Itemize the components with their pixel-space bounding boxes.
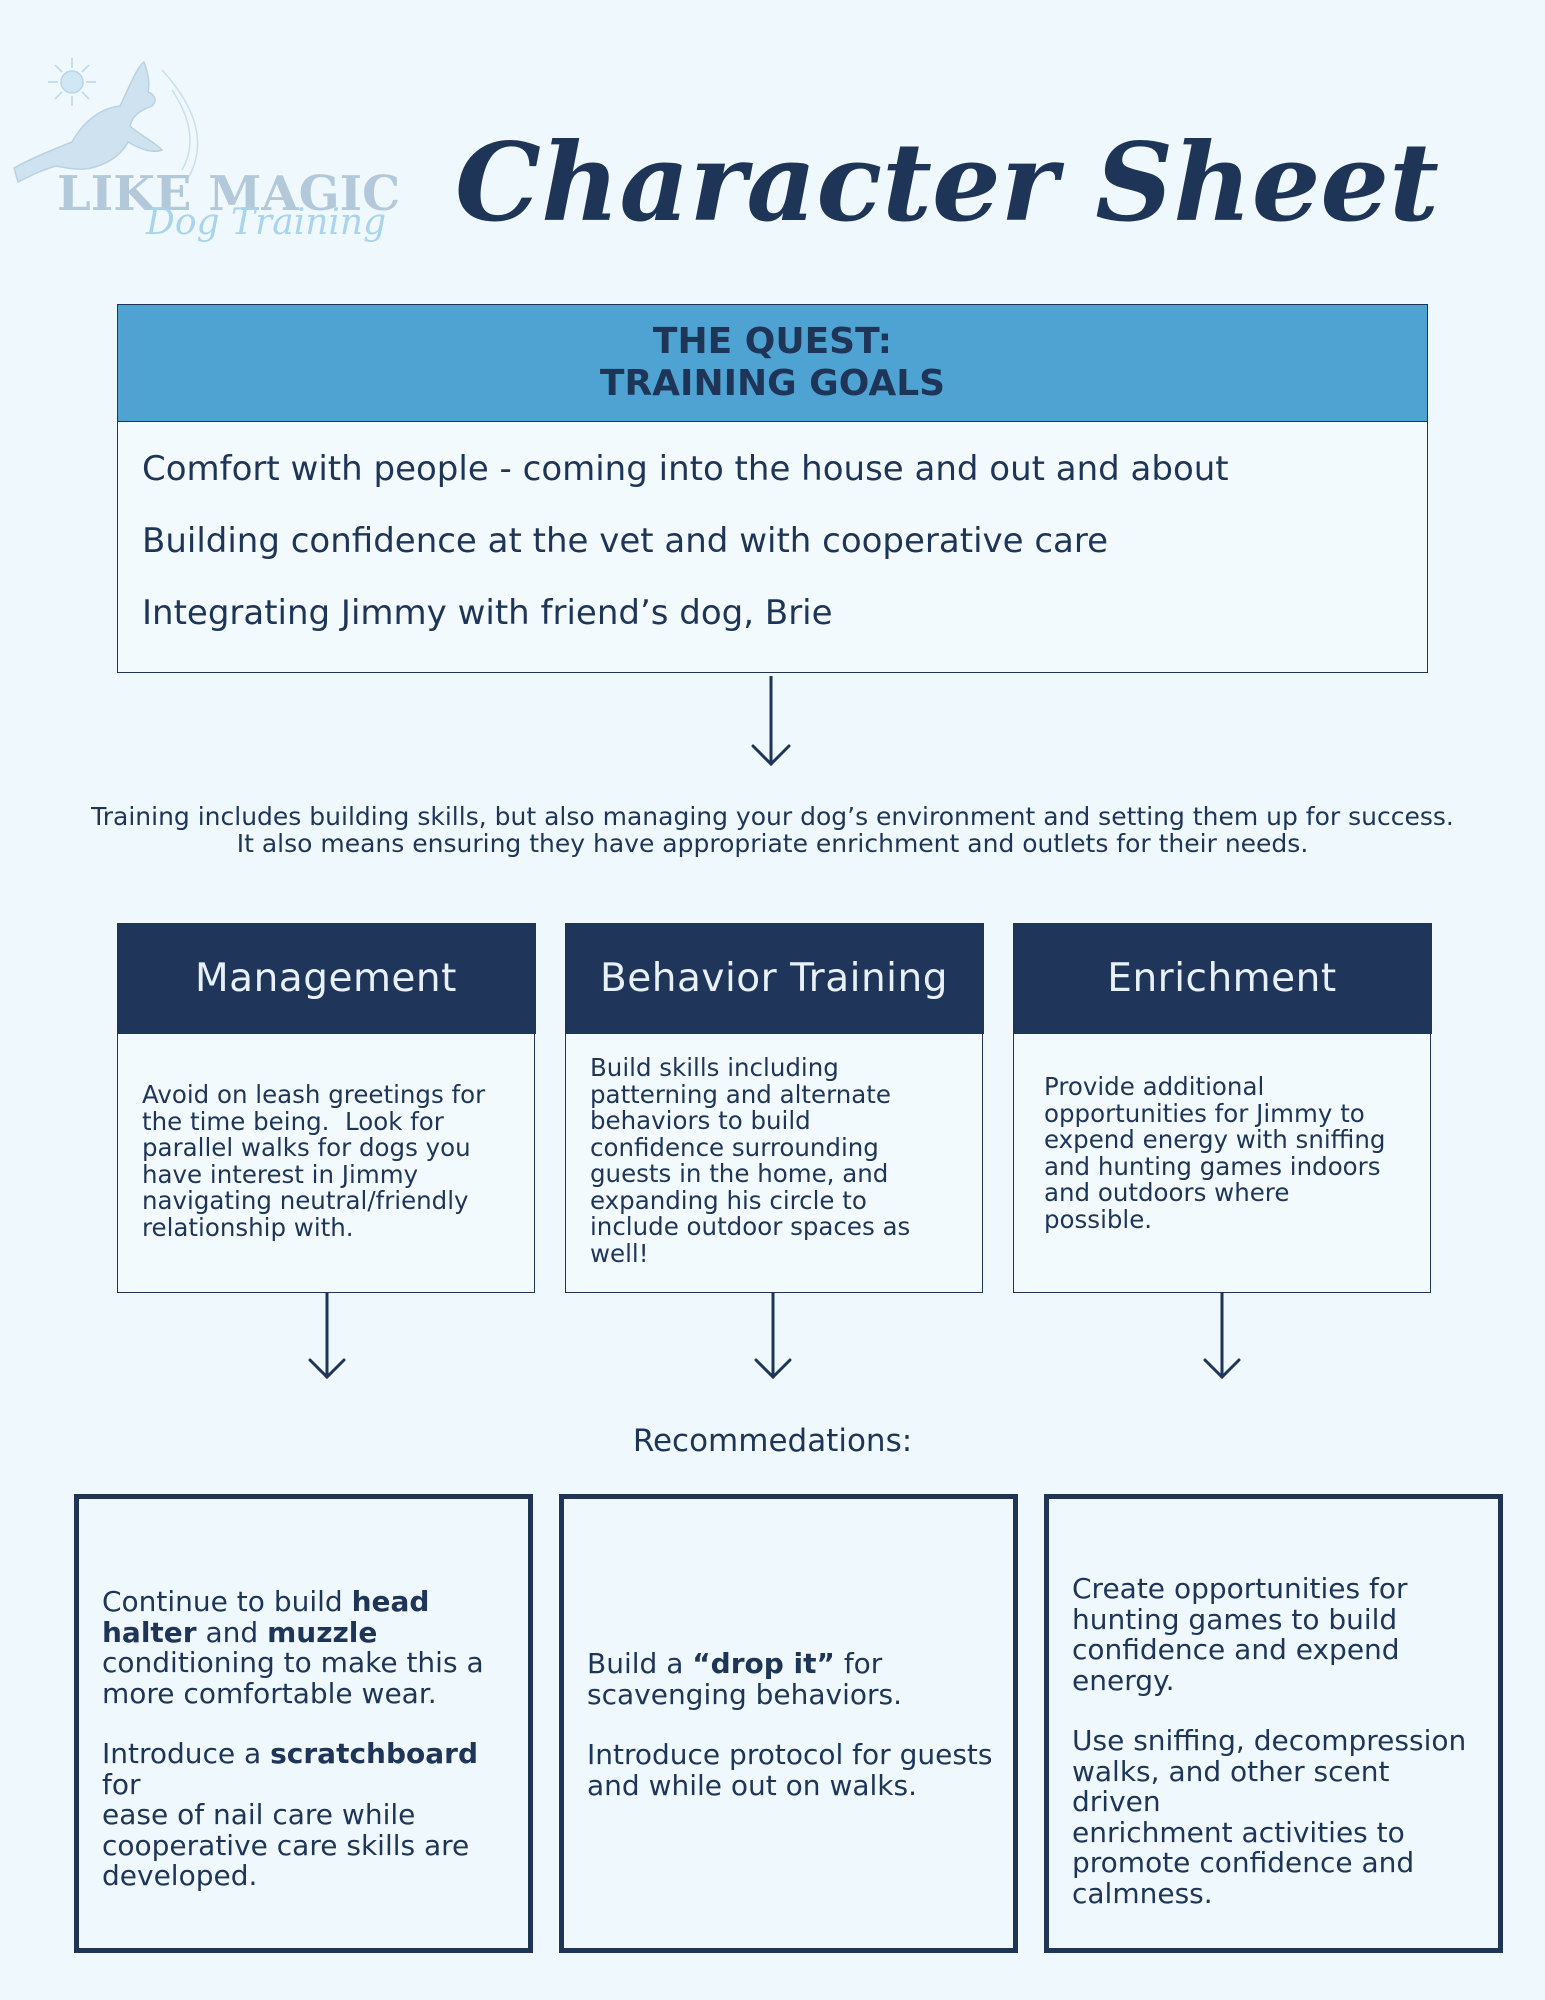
card-line: behaviors to build (590, 1106, 811, 1135)
rec-emphasis: “drop it” (692, 1647, 835, 1680)
rec-emphasis: muzzle (267, 1615, 378, 1649)
card-line: and outdoors where (1044, 1178, 1290, 1207)
card-line: possible. (1044, 1204, 1153, 1234)
card-line: parallel walks for dogs you (142, 1133, 471, 1162)
card-line: guests in the home, and (590, 1159, 889, 1188)
rec-line: and while out on walks. (587, 1768, 917, 1802)
card-body: Provide additional opportunities for Jim… (1044, 1072, 1412, 1234)
rec-body: Create opportunities for hunting games t… (1072, 1572, 1482, 1910)
rec-line: Introduce protocol for guests (587, 1738, 993, 1771)
card-behavior-training: Behavior Training Build skills including… (564, 922, 984, 1293)
card-line: patterning and alternate (590, 1079, 891, 1109)
rec-emphasis: scratchboard (270, 1737, 479, 1770)
goal-item: Building confidence at the vet and with … (142, 521, 1109, 561)
rec-line: halter and muzzle (102, 1615, 512, 1649)
card-line: Avoid on leash greetings for (142, 1080, 486, 1109)
card-title: Behavior Training (564, 922, 984, 1034)
recommendations-label: Recommedations: (632, 1423, 913, 1459)
logo-name: LIKE MAGIC (57, 166, 401, 222)
rec-line: conditioning to make this a (102, 1646, 484, 1679)
quest-header-line1: THE QUEST: (652, 321, 893, 362)
dog-logo-icon (13, 58, 199, 184)
brand-logo: LIKE MAGIC Dog Training (12, 50, 400, 260)
card-line: confidence surrounding (590, 1132, 879, 1162)
rec-text: Introduce a (102, 1737, 271, 1770)
card-line: well! (590, 1238, 649, 1268)
rec-text: Build a (587, 1647, 693, 1680)
card-line: opportunities for Jimmy to (1044, 1098, 1365, 1128)
card-body: Build skills including patterning and al… (590, 1053, 964, 1268)
card-line: Build skills including (590, 1053, 839, 1082)
rec-line: Introduce a scratchboard for (102, 1737, 512, 1801)
rec-line: walks, and other scent driven (1072, 1754, 1390, 1818)
card-enrichment: Enrichment Provide additional opportunit… (1012, 922, 1432, 1293)
quest-header: THE QUEST: TRAINING GOALS (118, 305, 1427, 422)
rec-line: Create opportunities for (1072, 1572, 1408, 1605)
quest-header-line2: TRAINING GOALS (599, 363, 946, 404)
rec-line: hunting games to build (1072, 1602, 1398, 1636)
card-title: Management (116, 922, 536, 1034)
card-line: expanding his circle to (590, 1185, 867, 1215)
goal-item: Comfort with people - coming into the ho… (142, 449, 1229, 489)
arrow-down-icon (752, 1293, 794, 1381)
rec-management: Continue to build head halter and muzzle… (74, 1494, 533, 1953)
card-line: navigating neutral/friendly (142, 1186, 469, 1215)
card-line: relationship with. (142, 1212, 354, 1242)
rec-emphasis: halter (102, 1615, 197, 1649)
rec-body: Build a “drop it” for scavenging behavio… (587, 1647, 997, 1802)
rec-text: Continue to build (102, 1585, 352, 1618)
card-title: Enrichment (1012, 922, 1432, 1034)
arrow-down-icon (750, 676, 792, 768)
card-line: include outdoor spaces as (590, 1212, 911, 1241)
rec-line: energy. (1072, 1663, 1175, 1697)
intro-text: Training includes building skills, but a… (60, 803, 1485, 857)
arrow-down-icon (1201, 1293, 1243, 1381)
rec-line: scavenging behaviors. (587, 1677, 903, 1711)
rec-behavior-training: Build a “drop it” for scavenging behavio… (559, 1494, 1018, 1953)
rec-body: Continue to build head halter and muzzle… (102, 1585, 512, 1892)
rec-line: Build a “drop it” for (587, 1647, 997, 1680)
goal-item: Integrating Jimmy with friend’s dog, Bri… (142, 593, 833, 633)
card-line: expend energy with sniffing (1044, 1125, 1386, 1154)
card-line: Provide additional (1044, 1072, 1265, 1101)
logo-tagline: Dog Training (146, 202, 387, 243)
page-title: Character Sheet (455, 120, 1440, 246)
rec-line: ease of nail care while (102, 1798, 416, 1831)
rec-line: developed. (102, 1859, 258, 1892)
card-line: and hunting games indoors (1044, 1151, 1381, 1181)
rec-emphasis: head (351, 1585, 430, 1618)
card-line: have interest in Jimmy (142, 1159, 419, 1189)
card-body: Avoid on leash greetings for the time be… (142, 1080, 516, 1242)
rec-text: and (196, 1615, 268, 1649)
rec-enrichment: Create opportunities for hunting games t… (1044, 1494, 1503, 1953)
rec-line: promote confidence and (1072, 1846, 1415, 1879)
rec-line: Continue to build head (102, 1585, 512, 1618)
rec-text: for (102, 1767, 141, 1801)
rec-line: more comfortable wear. (102, 1676, 437, 1710)
rec-text: for (834, 1647, 883, 1680)
intro-line: It also means ensuring they have appropr… (236, 829, 1309, 858)
card-line: the time being. Look for (142, 1106, 444, 1136)
rec-line: confidence and expend (1072, 1633, 1400, 1666)
rec-line: enrichment activities to (1072, 1815, 1405, 1849)
rec-line: cooperative care skills are (102, 1828, 470, 1862)
quest-box: THE QUEST: TRAINING GOALS Comfort with p… (117, 304, 1428, 673)
rec-line: calmness. (1072, 1876, 1213, 1910)
intro-line: Training includes building skills, but a… (91, 802, 1454, 831)
card-management: Management Avoid on leash greetings for … (116, 922, 536, 1293)
arrow-down-icon (306, 1293, 348, 1381)
rec-line: Use sniffing, decompression (1072, 1724, 1467, 1757)
